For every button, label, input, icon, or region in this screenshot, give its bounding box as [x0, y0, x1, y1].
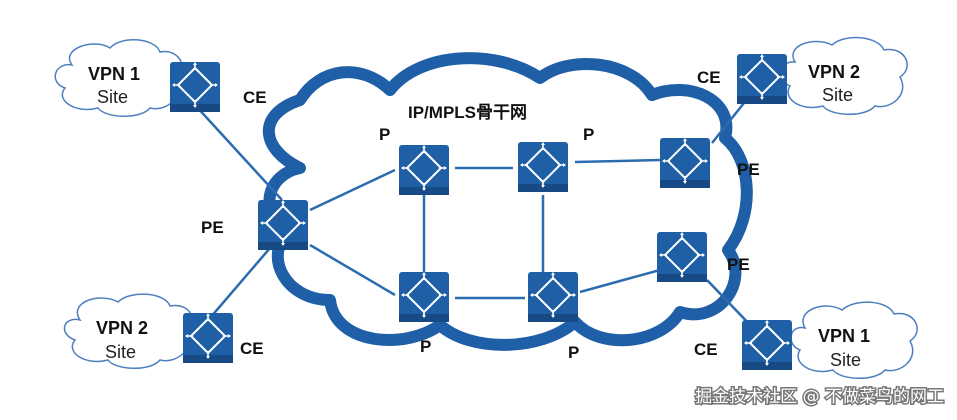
link-p4-pe-rb	[579, 268, 661, 294]
p2-router-icon	[398, 271, 450, 323]
link-ce-tl-pe-left	[194, 104, 283, 201]
link-ce-bl-pe-left	[209, 247, 271, 319]
p1-router-icon	[398, 144, 450, 196]
ce-tl-label: CE	[243, 88, 267, 107]
link-p3-pe-rt	[574, 158, 661, 164]
site-cloud-tl: VPN 1 Site	[54, 38, 183, 117]
watermark-text: 掘金技术社区 @ 不做菜鸟的网工	[695, 387, 944, 407]
site-cloud-bl: VPN 2 Site	[63, 293, 194, 369]
pe-rt-router-icon	[659, 137, 711, 189]
pe-left-label: PE	[201, 218, 224, 237]
pe-rb-router-icon	[656, 231, 708, 283]
site-tr-name: VPN 2	[808, 62, 860, 82]
site-bl-name: VPN 2	[96, 318, 148, 338]
site-tl-name: VPN 1	[88, 64, 140, 84]
watermark: 掘金技术社区 @ 不做菜鸟的网工	[694, 386, 946, 409]
p4-router-icon	[527, 271, 579, 323]
link-pe-rt-ce-tr	[711, 97, 749, 144]
ce-tr-router-icon	[736, 53, 788, 105]
site-br-name: VPN 1	[818, 326, 870, 346]
ce-tl-router-icon	[169, 61, 221, 113]
ce-bl-label: CE	[240, 339, 264, 358]
link-pe-left-p1	[309, 168, 396, 212]
p1-label: P	[379, 125, 390, 144]
pe-left-router-icon	[257, 199, 309, 251]
site-tr-site-label: Site	[822, 85, 853, 105]
p3-router-icon	[517, 141, 569, 193]
site-tl-site-label: Site	[97, 87, 128, 107]
site-cloud-tr: VPN 2 Site	[780, 36, 908, 115]
site-bl-site-label: Site	[105, 342, 136, 362]
site-cloud-br: VPN 1 Site	[790, 301, 918, 379]
ce-tr-label: CE	[697, 68, 721, 87]
site-br-site-label: Site	[830, 350, 861, 370]
link-pe-left-p2	[309, 243, 396, 297]
p2-label: P	[420, 337, 431, 356]
backbone-cloud	[262, 52, 753, 351]
backbone-title: IP/MPLS骨干网	[408, 103, 527, 122]
ce-bl-router-icon	[182, 312, 234, 364]
pe-rb-label: PE	[727, 255, 750, 274]
links	[194, 97, 756, 331]
p3-label: P	[583, 125, 594, 144]
p4-label: P	[568, 343, 579, 362]
pe-rt-label: PE	[737, 160, 760, 179]
ce-br-label: CE	[694, 340, 718, 359]
ce-br-router-icon	[741, 319, 793, 371]
